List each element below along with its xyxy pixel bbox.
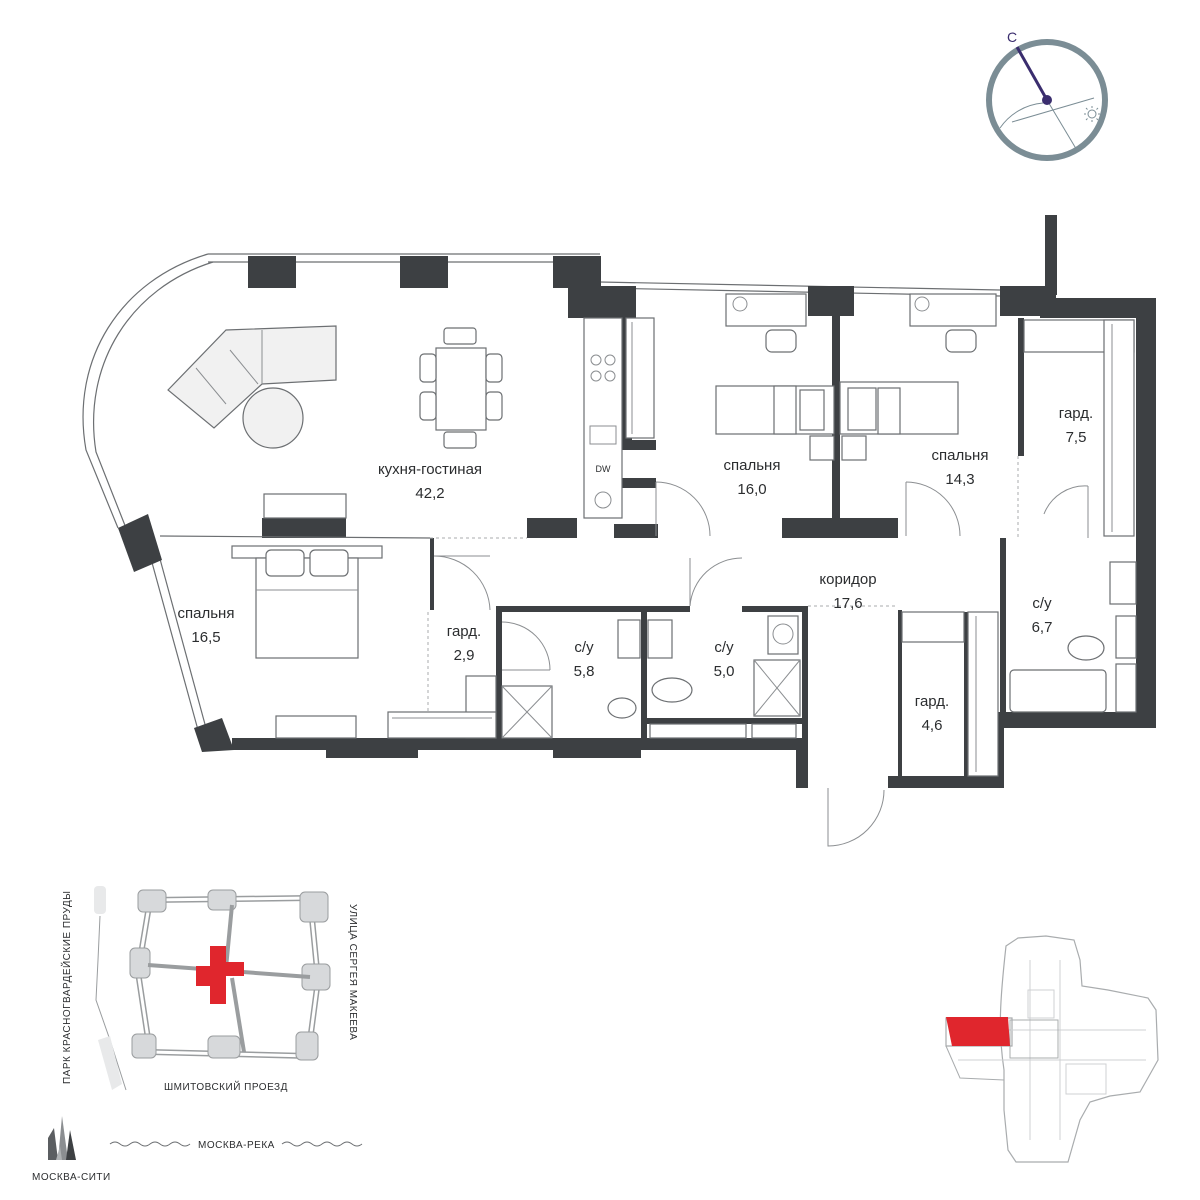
room-area: 16,0 (737, 481, 766, 498)
room-name: гард. (1059, 405, 1093, 422)
floor-key-plan (945, 935, 1159, 1163)
room-name: коридор (819, 571, 876, 588)
room-name: гард. (447, 623, 481, 640)
tv-unit (263, 493, 347, 519)
room-area: 5,0 (714, 663, 735, 680)
highlighted-apartment (946, 1017, 1010, 1046)
tv-unit-bedroom (275, 715, 357, 739)
room-name: с/у (574, 639, 594, 656)
room-area: 6,7 (1032, 619, 1053, 636)
river-label: МОСКВА-РЕКА (198, 1140, 275, 1151)
sun-icon (1084, 106, 1100, 122)
room-area: 42,2 (415, 485, 444, 502)
moscow-city-icon (48, 1116, 76, 1160)
coffee-table (242, 387, 304, 449)
room-area: 4,6 (922, 717, 943, 734)
room-name: с/у (714, 639, 734, 656)
room-name: кухня-гостиная (378, 461, 482, 478)
room-area: 7,5 (1066, 429, 1087, 446)
desk (725, 293, 807, 327)
site-bottom-label: ШМИТОВСКИЙ ПРОЕЗД (164, 1080, 288, 1093)
room-area: 16,5 (191, 629, 220, 646)
room-name: с/у (1032, 595, 1052, 612)
dishwasher-label: DW (596, 464, 611, 474)
room-name: спальня (932, 447, 989, 464)
room-name: спальня (724, 457, 781, 474)
site-right-label: УЛИЦА СЕРГЕЯ МАКЕЕВА (347, 904, 358, 1040)
dining-table (419, 327, 503, 449)
city-label: МОСКВА-СИТИ (32, 1172, 111, 1183)
site-left-label: ПАРК КРАСНОГВАРДЕЙСКИЕ ПРУДЫ (60, 890, 73, 1084)
kitchen-counter: DW (583, 317, 655, 519)
room-area: 17,6 (833, 595, 862, 612)
room-labels: кухня-гостиная 42,2 спальня 16,0 спальня… (178, 405, 1094, 734)
room-name: гард. (915, 693, 949, 710)
compass-north-letter: С (1007, 29, 1017, 45)
double-bed (231, 545, 383, 659)
room-name: спальня (178, 605, 235, 622)
room-area: 5,8 (574, 663, 595, 680)
desk-2 (909, 293, 997, 327)
site-map: ПАРК КРАСНОГВАРДЕЙСКИЕ ПРУДЫ УЛИЦА СЕРГЕ… (32, 886, 363, 1183)
room-area: 2,9 (454, 647, 475, 664)
compass-icon: С (986, 29, 1108, 161)
room-area: 14,3 (945, 471, 974, 488)
apartment-plan: DW (82, 215, 1156, 847)
highlighted-building (196, 946, 244, 1004)
sofa (167, 325, 337, 429)
